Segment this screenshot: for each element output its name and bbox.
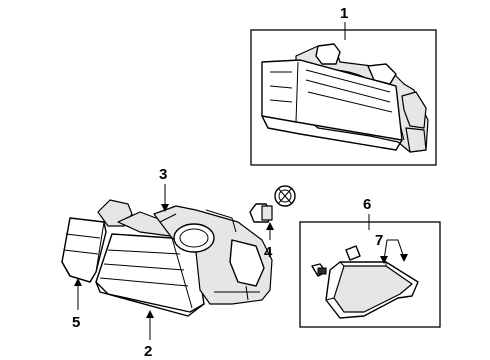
- arrowhead-7b: [380, 256, 388, 264]
- headlamp-assembly-drawing: [261, 43, 429, 153]
- arrowhead-4: [266, 222, 274, 230]
- part-1-headlamp-assembly-group: 1: [250, 5, 437, 166]
- arrowhead-2: [146, 310, 154, 318]
- part-4-bulb-group: 4: [249, 185, 296, 261]
- part-6-side-marker-group: 6 7: [299, 196, 441, 328]
- callout-7: 7: [375, 232, 383, 249]
- part-6-frame: [299, 221, 441, 328]
- bulb-and-socket-drawing: [249, 185, 296, 223]
- callout-4: 4: [264, 244, 273, 261]
- callout-3: 3: [159, 166, 167, 183]
- arrowhead-7a: [400, 254, 408, 262]
- arrowhead-3: [161, 204, 169, 212]
- part-1-frame: [250, 29, 437, 166]
- lamp-housing-drawing: [153, 205, 273, 305]
- callout-1: 1: [340, 5, 348, 22]
- callout-5: 5: [72, 314, 80, 331]
- callout-2: 2: [144, 343, 152, 360]
- arrowhead-5: [74, 278, 82, 286]
- callout-6: 6: [363, 196, 371, 213]
- part-3-housing-group: 3: [153, 166, 273, 305]
- side-marker-lamp-drawing: [311, 245, 419, 319]
